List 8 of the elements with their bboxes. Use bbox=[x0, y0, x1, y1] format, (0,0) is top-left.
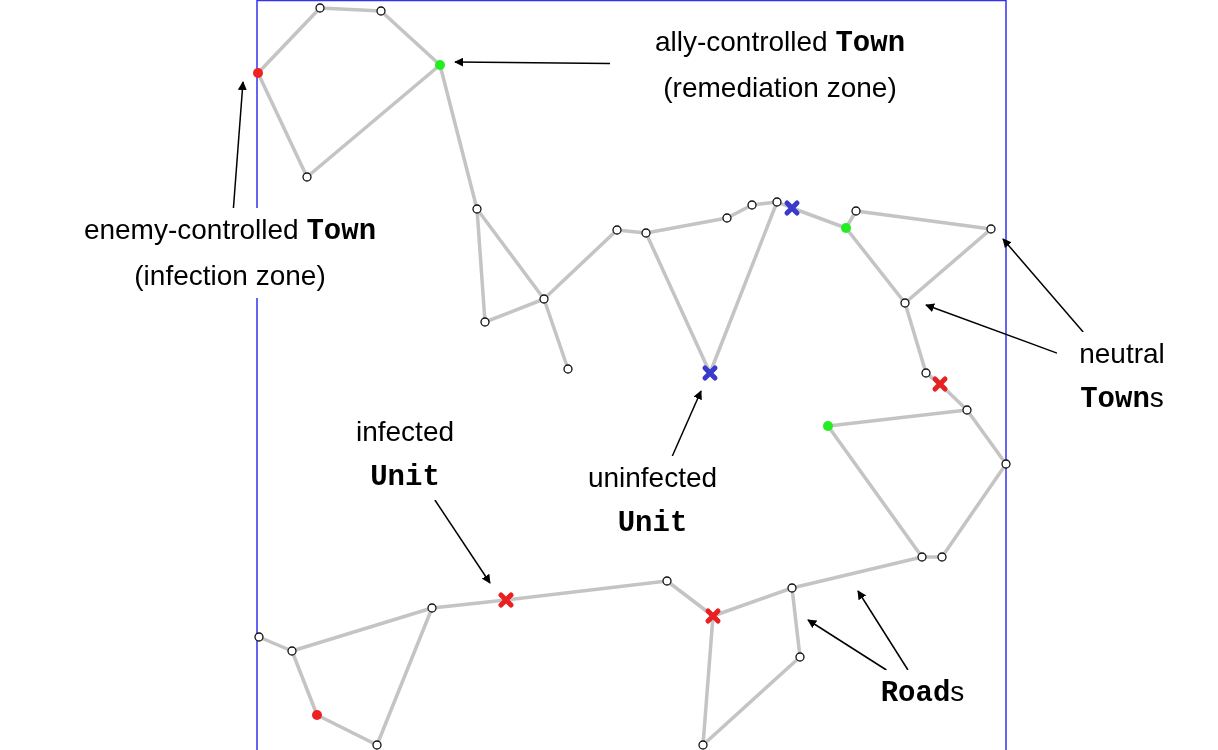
leader-arrow bbox=[925, 303, 1058, 354]
leader-arrow bbox=[454, 57, 611, 67]
leader-arrow bbox=[807, 619, 888, 671]
leader-arrow bbox=[857, 590, 909, 671]
leader-arrow bbox=[1002, 238, 1084, 333]
leader-arrow bbox=[671, 390, 702, 457]
leader-arrow bbox=[434, 499, 491, 584]
leader-arrow bbox=[232, 81, 247, 209]
